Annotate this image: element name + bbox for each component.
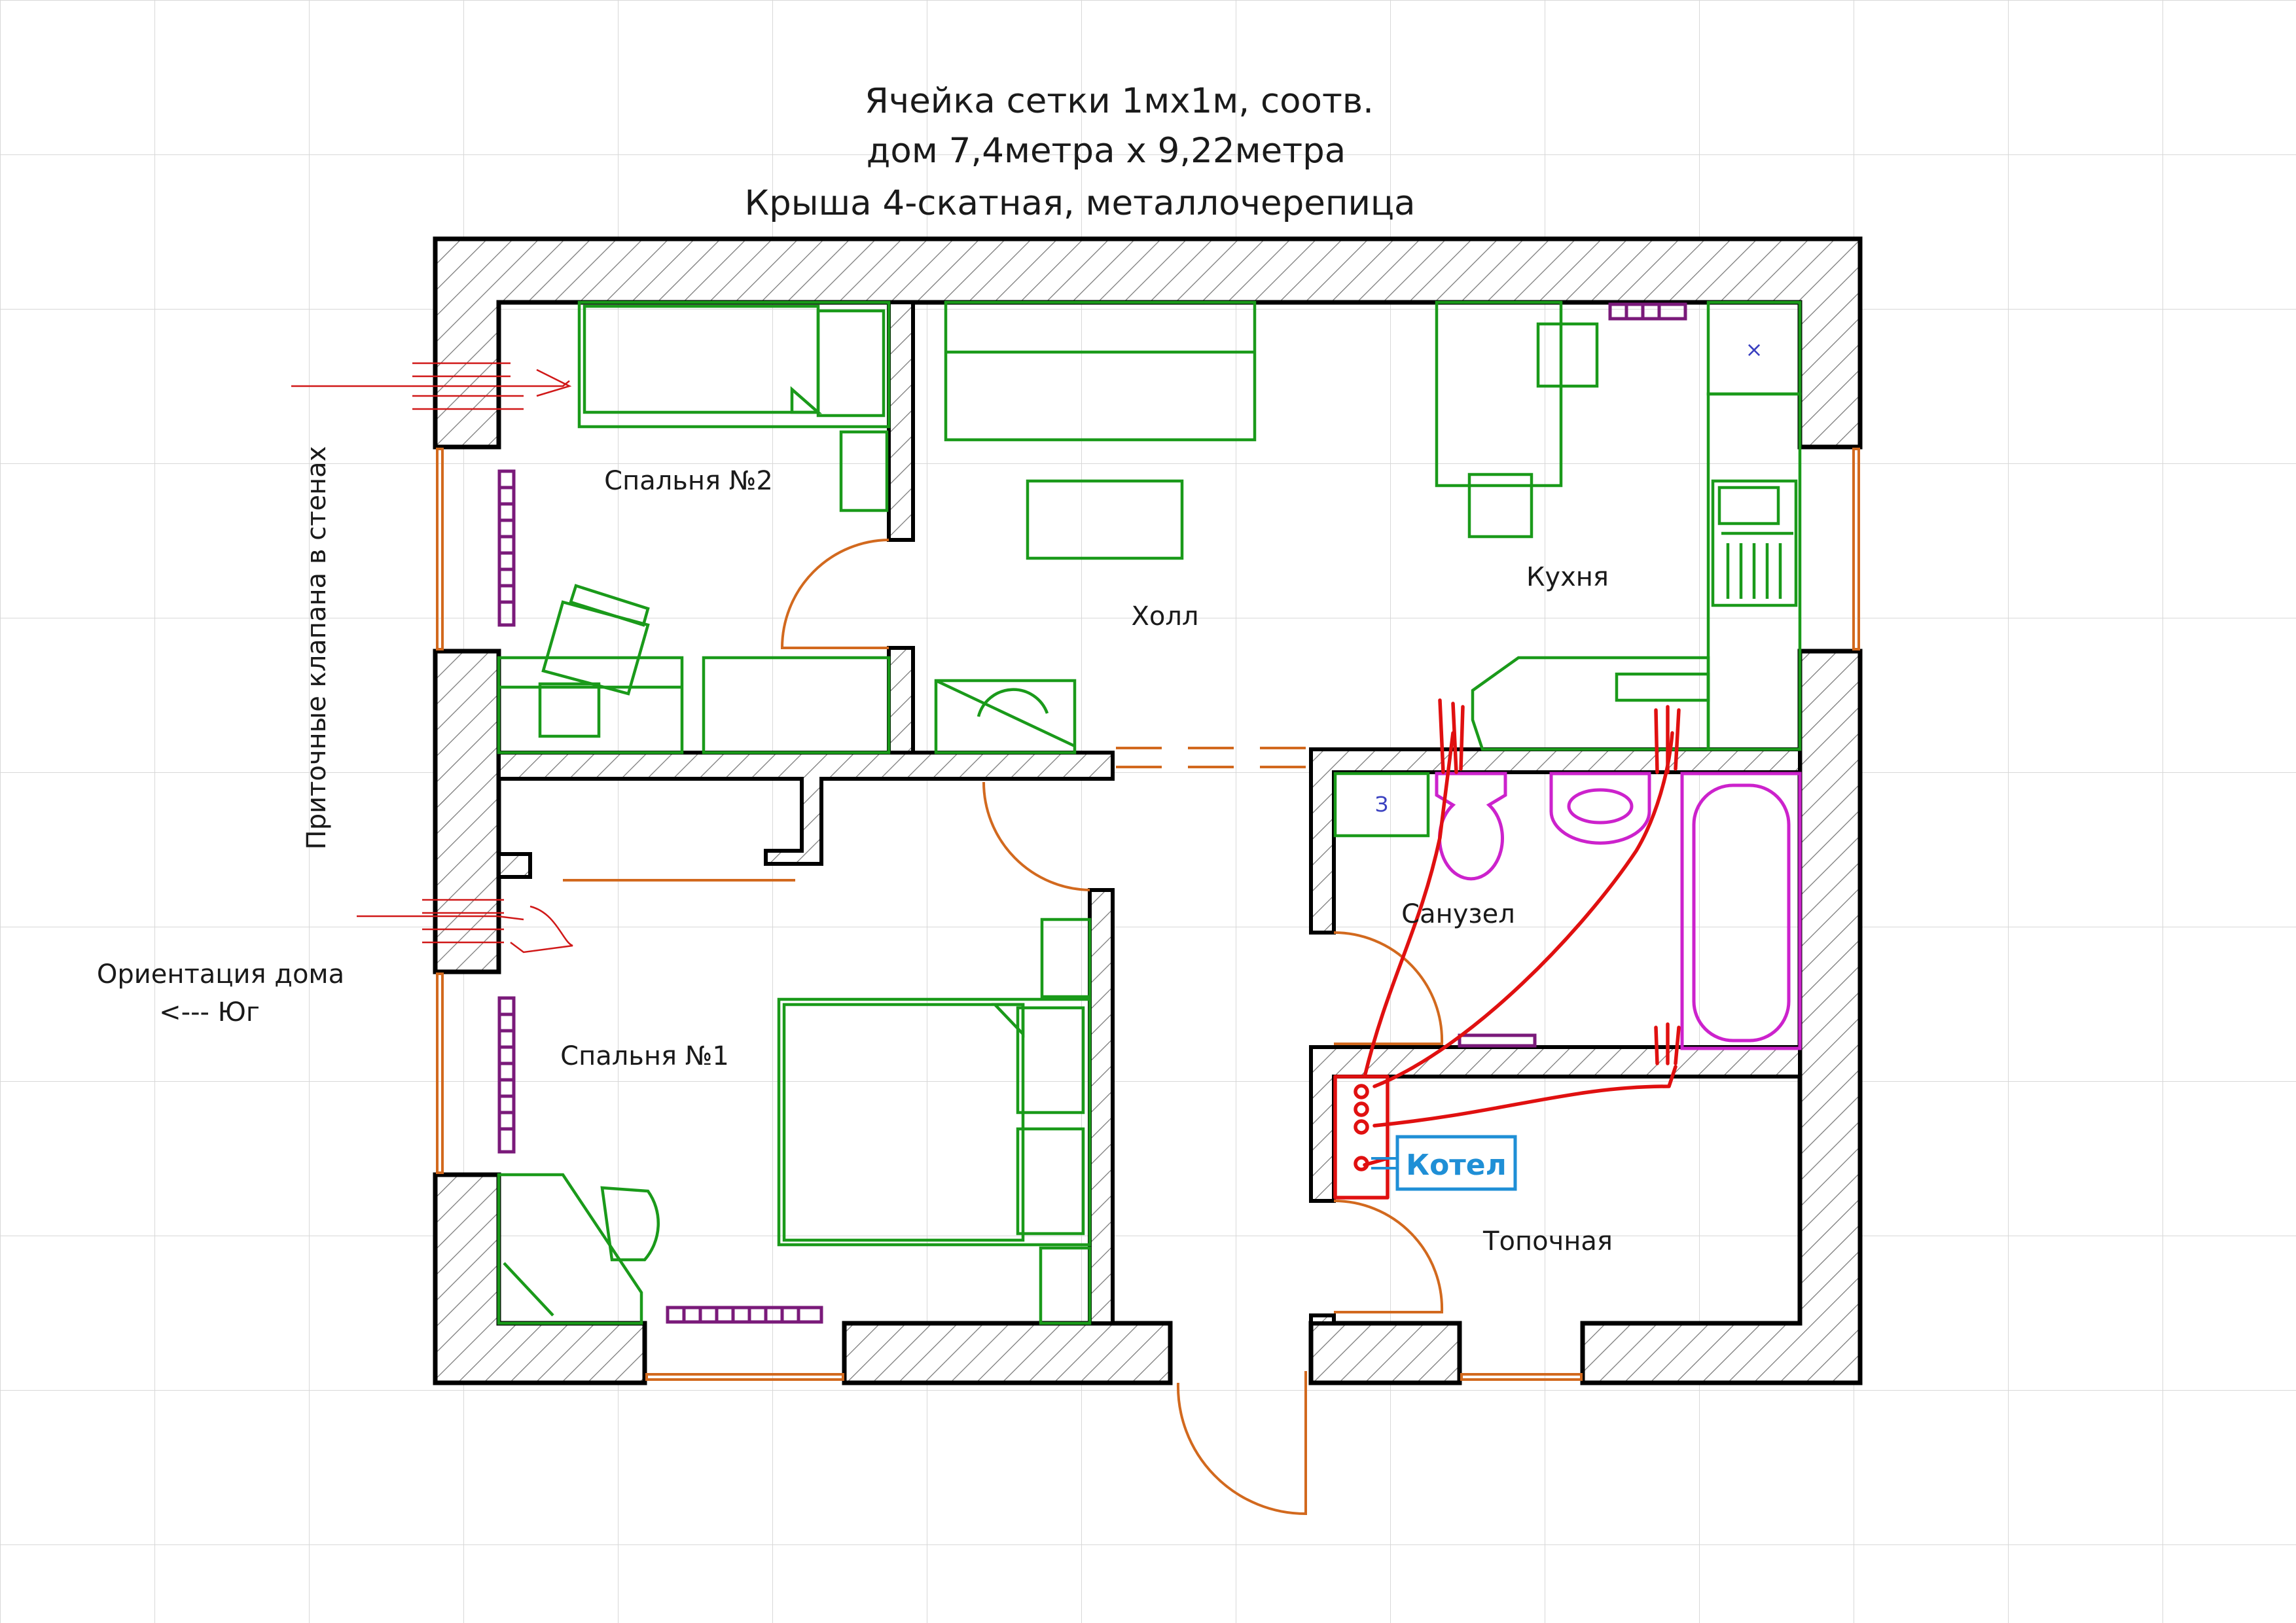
meter-label: З	[1375, 792, 1389, 817]
coffee-table-hall	[1026, 479, 1184, 560]
boiler-label: Котел	[1406, 1149, 1507, 1182]
radiator-bedroom1-bottom	[666, 1306, 823, 1324]
pipe-bathtub	[1372, 1065, 1677, 1128]
sofa-hall	[944, 300, 1257, 442]
bed-bedroom2	[577, 300, 891, 429]
vent-arrow-bedroom2	[291, 362, 572, 410]
window-boiler	[1460, 1373, 1583, 1381]
boiler	[1395, 1135, 1517, 1191]
nightstand-bottom	[1039, 1246, 1092, 1325]
vents-note: Приточные клапана в стенах	[302, 446, 332, 850]
riser-toilet	[1438, 698, 1465, 774]
pipe-toilet	[1363, 731, 1455, 1079]
room-label-bedroom1: Спальня №1	[560, 1041, 729, 1071]
cabinet-hall	[934, 679, 1077, 755]
room-label-hall: Холл	[1131, 601, 1198, 632]
room-label-boiler-room: Топочная	[1482, 1226, 1613, 1257]
title-line-2: дом 7,4метра х 9,22метра	[867, 131, 1346, 171]
doors	[563, 539, 1444, 1516]
kitchen-counter-corner	[1471, 656, 1710, 751]
plan-title: Ячейка сетки 1мх1м, соотв. дом 7,4метра …	[745, 81, 1416, 223]
orientation-note-line1: Ориентация дома	[97, 959, 344, 990]
sink-kitchen	[1615, 672, 1710, 702]
title-line-3: Крыша 4-скатная, металлочерепица	[745, 183, 1416, 223]
vent-arrow-bedroom1	[357, 899, 573, 954]
washing-machine	[1333, 772, 1430, 838]
radiators	[497, 302, 1687, 1324]
entrance-door	[1176, 1371, 1307, 1516]
furniture: ×	[497, 300, 1802, 1325]
nightstand-top	[1040, 918, 1092, 999]
window-bedroom1-left	[436, 972, 444, 1174]
outer-walls	[433, 236, 1863, 1385]
door-bathroom	[1333, 931, 1444, 1045]
room-label-bathroom: Санузел	[1401, 899, 1515, 929]
fridge-mark: ×	[1746, 337, 1763, 362]
windows	[436, 448, 1860, 1381]
door-boiler-room	[1333, 1200, 1444, 1313]
bathtub	[1680, 772, 1802, 1050]
door-bedroom2	[780, 539, 889, 649]
desk-bedroom2	[497, 656, 684, 755]
stove	[1711, 479, 1798, 607]
chair-bedroom1	[600, 1186, 660, 1262]
window-kitchen	[1852, 448, 1860, 651]
pipe-sink	[1372, 731, 1674, 1088]
window-bedroom1-bottom	[645, 1373, 844, 1381]
dresser-bedroom2	[702, 656, 891, 755]
riser-bathtub	[1654, 1022, 1681, 1065]
kitchen-chair-top	[1536, 322, 1599, 388]
heating-system	[1333, 698, 1681, 1200]
riser-sink	[1654, 705, 1681, 774]
kitchen-table	[1435, 300, 1563, 488]
title-line-1: Ячейка сетки 1мх1м, соотв.	[865, 81, 1374, 121]
window-bedroom2	[436, 448, 444, 651]
kitchen-chair-bottom	[1467, 473, 1534, 539]
radiator-bedroom1-left	[497, 996, 516, 1154]
sink-bathroom	[1549, 772, 1651, 845]
door-bedroom1	[982, 781, 1090, 891]
desk-bedroom1	[497, 1173, 643, 1325]
vent-arrows	[291, 362, 573, 954]
bed-bedroom1	[777, 997, 1092, 1247]
orientation-note-line2: <--- Юг	[159, 997, 260, 1027]
radiator-bedroom2	[497, 469, 516, 627]
room-label-bedroom2: Спальня №2	[604, 466, 773, 496]
kitchen-counter	[1706, 392, 1802, 751]
boiler-manifold	[1333, 1075, 1390, 1200]
nightstand	[839, 430, 889, 512]
radiator-kitchen	[1608, 302, 1687, 321]
room-label-kitchen: Кухня	[1526, 562, 1609, 592]
radiator-bathroom	[1458, 1033, 1537, 1048]
